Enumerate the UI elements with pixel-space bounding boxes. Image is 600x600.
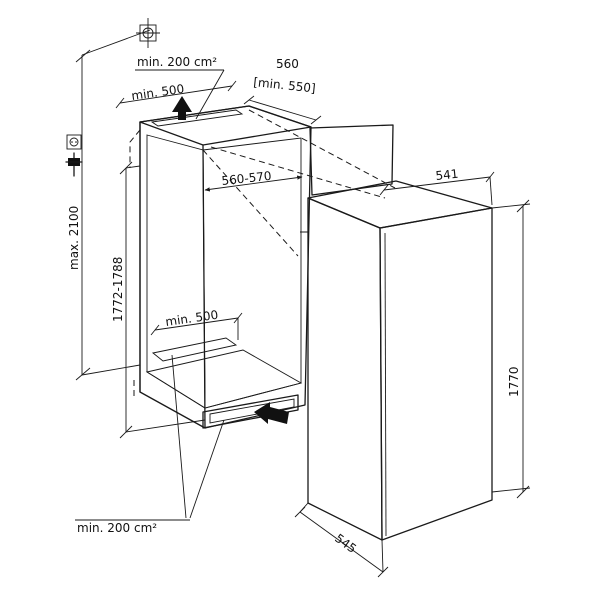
cabinet-inner-edge: [202, 144, 206, 429]
label-niche-width: 560-570: [221, 169, 272, 188]
power-plug-icon: [65, 152, 83, 177]
door-seam: [384, 232, 387, 537]
airflow-inlet-arrow: [254, 402, 289, 424]
dim-niche-depth-tick-b: [310, 115, 322, 125]
plinth: [202, 394, 299, 429]
dim-appliance-width-ext-b: [381, 539, 384, 573]
hinge-mark: [300, 231, 309, 240]
airflow-up-arrow: [172, 96, 192, 120]
appliance-front: [379, 207, 493, 541]
dim-appliance-width-ext-a: [299, 502, 309, 513]
dim-top-vent-depth-tick-a: [115, 97, 125, 109]
dim-niche-depth-line: [248, 99, 317, 121]
airflow-arrows: [172, 96, 289, 424]
dimension-lines: [75, 29, 531, 578]
label-niche-depth: 560: [276, 57, 299, 71]
label-bottom-vent-area: min. 200 cm²: [77, 521, 157, 535]
top-vent-slot: [150, 109, 244, 127]
label-niche-height: 1772-1788: [111, 257, 125, 322]
open-door-panel: [309, 124, 394, 196]
label-appliance-depth: 541: [435, 167, 459, 183]
dim-appliance-depth-ext: [489, 176, 493, 206]
dim-niche-height-ext-bottom: [125, 419, 206, 433]
dim-bottom-vent-depth-tick-a: [150, 324, 160, 336]
guide-c: [248, 109, 396, 189]
dashed-guides: [129, 109, 396, 400]
dim-appliance-height-tick-top: [516, 199, 530, 213]
dim-niche-width-line: [204, 175, 303, 192]
cabinet-top: [139, 105, 312, 146]
label-top-vent-depth: min. 500: [130, 82, 185, 103]
dim-bottom-vent-area-leader-b: [189, 419, 225, 519]
dim-appliance-height-ext-bottom: [491, 487, 531, 493]
cabinet-outline: [139, 105, 312, 429]
dim-top-vent-area-leader: [195, 69, 225, 120]
appliance: [300, 180, 493, 541]
niche-floor: [145, 349, 303, 409]
dim-appliance-height-ext-top: [491, 203, 531, 209]
niche-cabinet: [139, 105, 312, 429]
label-top-vent-area: min. 200 cm²: [137, 55, 217, 69]
dim-appliance-depth-line: [383, 176, 491, 191]
dim-bottom-vent-depth-line: [154, 317, 239, 331]
dim-max-height-tick-bottom: [75, 367, 91, 381]
bottom-rear-vent: [151, 337, 238, 362]
label-max-height: max. 2100: [67, 206, 81, 270]
guide-b: [202, 149, 299, 257]
crosshair-icon: [136, 18, 160, 48]
label-niche-depth-min: [min. 550]: [253, 75, 317, 95]
label-bottom-vent-depth: min. 500: [164, 308, 219, 329]
appliance-side: [307, 197, 383, 541]
label-appliance-height: 1770: [507, 366, 521, 397]
dim-niche-height-ext-top: [125, 165, 141, 169]
dim-appliance-depth-tick-a: [379, 184, 389, 196]
niche-left-wall: [146, 134, 206, 409]
dim-bottom-vent-area-leader-a: [171, 354, 187, 519]
power-socket-icon: [66, 134, 82, 150]
dim-max-height-tick-top: [75, 49, 91, 63]
guide-a: [129, 129, 141, 168]
dim-max-height-ext-top: [81, 29, 151, 56]
dim-max-height-ext-bottom: [81, 364, 141, 376]
dim-top-vent-depth-tick-b: [227, 80, 237, 92]
dim-appliance-width-line: [299, 511, 384, 573]
dim-niche-depth-tick-a: [243, 95, 255, 105]
bottom-vent-grille: [209, 398, 295, 424]
